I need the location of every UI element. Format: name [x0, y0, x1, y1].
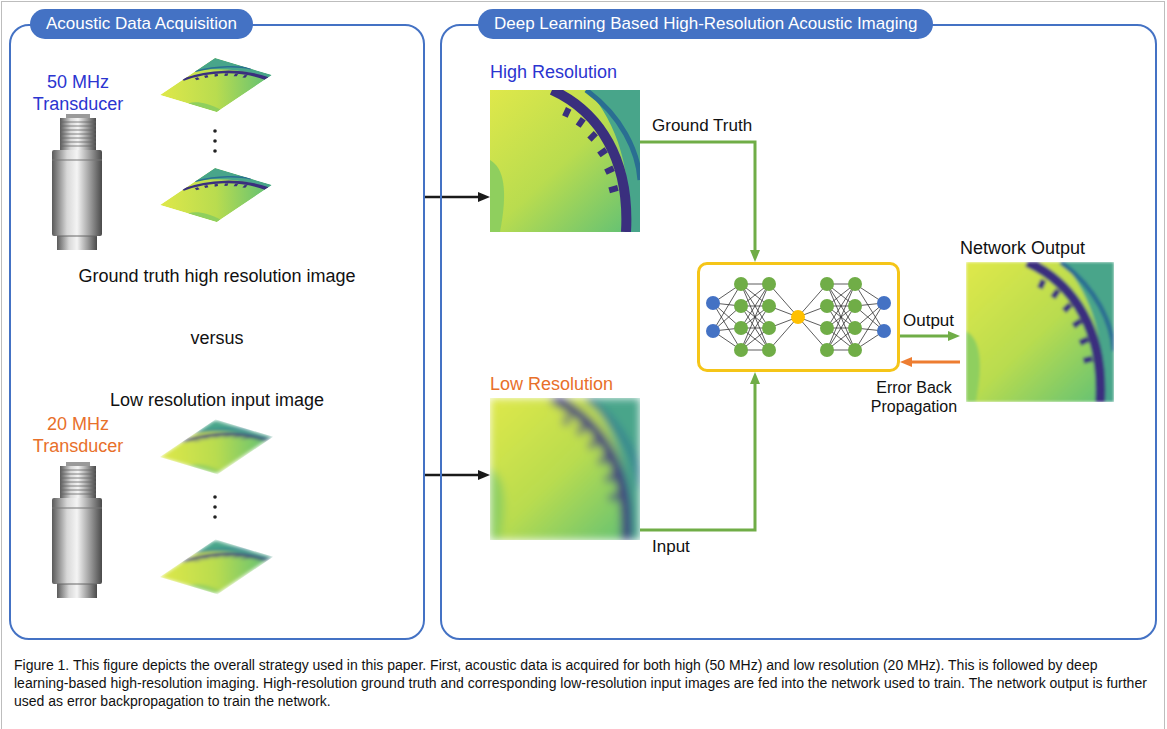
- transducer-photo: [52, 462, 102, 598]
- edge-label: Output: [903, 311, 954, 331]
- edge-label: Error Back Propagation: [866, 378, 962, 416]
- image-note: Ground truth high resolution image: [17, 266, 417, 288]
- flow-arrow: [900, 335, 954, 338]
- panel-title: Acoustic Data Acquisition: [30, 9, 253, 39]
- transducer-label: 20 MHz Transducer: [23, 414, 133, 457]
- edge-label: Ground Truth: [652, 116, 752, 136]
- image-frame: Network Output: [960, 236, 1118, 404]
- low-res-image: [490, 398, 640, 540]
- data-arrow: [425, 474, 484, 477]
- transducer-label: 50 MHz Transducer: [23, 72, 133, 115]
- stage-panel: Deep Learning Based High-Resolution Acou…: [440, 24, 1157, 640]
- image-frame: High Resolution: [490, 60, 640, 234]
- network-box: [697, 262, 900, 372]
- flow-arrow: [640, 142, 755, 256]
- scan-slices: [160, 58, 272, 594]
- transducer-photo: [52, 114, 102, 250]
- image-note: versus: [17, 328, 417, 350]
- image-title: High Resolution: [490, 62, 617, 84]
- image-title: Network Output: [960, 238, 1085, 260]
- image-title: Low Resolution: [490, 374, 613, 396]
- output-image: [966, 262, 1114, 402]
- high-res-image: [490, 90, 640, 232]
- figure-caption: Figure 1. This figure depicts the overal…: [14, 656, 1152, 710]
- data-arrow: [425, 196, 484, 199]
- feedback-arrow: [906, 361, 960, 364]
- panel-title: Deep Learning Based High-Resolution Acou…: [478, 9, 933, 39]
- flow-arrow: [640, 378, 755, 530]
- image-note: Low resolution input image: [17, 390, 417, 412]
- neural-network: [706, 277, 891, 357]
- stage-panel: Acoustic Data Acquisition50 MHz Transduc…: [9, 24, 425, 640]
- edge-label: Input: [652, 537, 690, 557]
- image-frame: Low Resolution: [490, 372, 640, 542]
